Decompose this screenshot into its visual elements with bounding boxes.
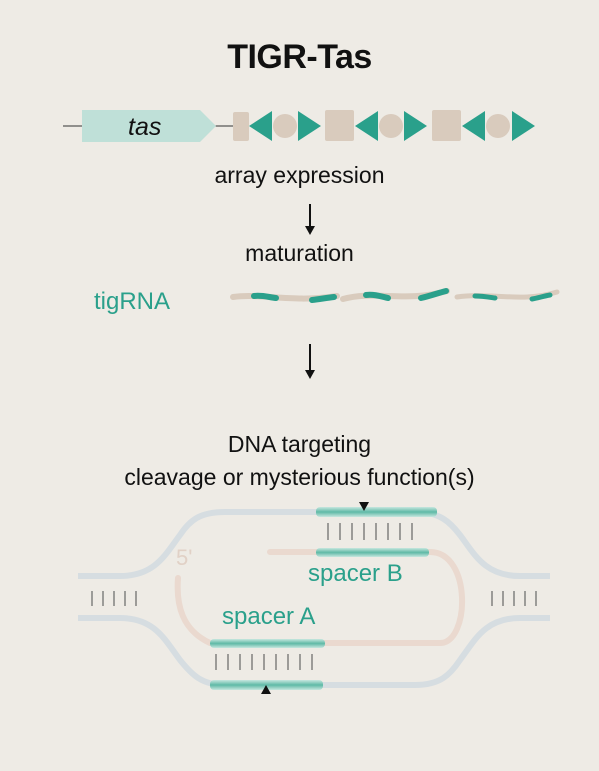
spacer-b-label: spacer B	[308, 560, 403, 587]
spacer-a-segment	[210, 639, 325, 648]
spacer-b-segment	[316, 548, 429, 557]
base-pair-ticks-bottom	[215, 654, 313, 670]
repeat-block	[325, 110, 354, 141]
array-expression-label: array expression	[214, 162, 385, 188]
repeat-block	[432, 110, 461, 141]
tas-gene-label: tas	[128, 113, 162, 141]
tigrna-label: tigRNA	[94, 288, 171, 315]
cleavage-marker-top	[359, 502, 369, 511]
tigrna-fragment-1	[230, 292, 340, 303]
right-triangle	[512, 111, 535, 141]
right-triangle	[298, 111, 321, 141]
cleavage-marker-bottom	[261, 685, 271, 694]
base-pair-ticks-right	[491, 591, 537, 606]
crispr-array-locus	[63, 110, 535, 142]
five-prime-label: 5'	[176, 545, 193, 570]
page-title: TIGR-Tas	[227, 38, 372, 76]
spacer-a-label: spacer A	[222, 603, 316, 630]
spacer-circle	[486, 114, 510, 138]
left-triangle	[355, 111, 378, 141]
targeting-mechanism	[78, 502, 550, 694]
targeting-label-line2: cleavage or mysterious function(s)	[124, 464, 475, 490]
process-arrow-2	[305, 344, 315, 379]
process-arrow-1	[305, 204, 315, 235]
array-unit-3	[432, 110, 535, 141]
target-site-top	[316, 507, 437, 517]
tigrna-fragments	[230, 288, 560, 303]
left-triangle	[462, 111, 485, 141]
target-site-bottom	[210, 680, 323, 690]
array-unit-1	[233, 111, 321, 141]
tigrna-hairpin	[174, 549, 466, 646]
tigrna-fragment-3	[454, 289, 560, 302]
array-unit-2	[325, 110, 427, 141]
tas-gene-arrow	[82, 110, 216, 142]
base-pair-ticks-top	[327, 523, 413, 540]
maturation-label: maturation	[245, 240, 354, 266]
right-triangle	[404, 111, 427, 141]
repeat-block	[233, 112, 249, 141]
base-pair-ticks-left	[91, 591, 137, 606]
spacer-circle	[379, 114, 403, 138]
tigrna-fragment-2	[340, 288, 450, 302]
targeting-label-line1: DNA targeting	[227, 431, 372, 457]
spacer-circle	[273, 114, 297, 138]
left-triangle	[249, 111, 272, 141]
